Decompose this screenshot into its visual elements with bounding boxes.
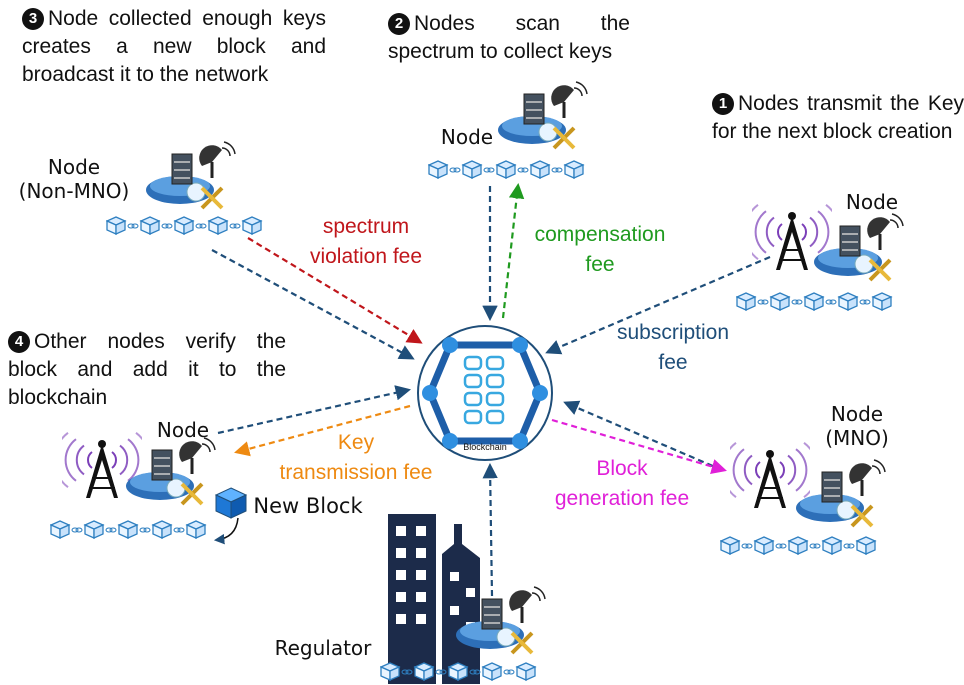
blockchain-hub-icon: Blockchain <box>417 325 553 461</box>
arrow-regulator-to-hub <box>482 462 498 597</box>
step-4-label: Other nodes verify the block and add it … <box>8 330 286 409</box>
fee-compensation: compensation fee <box>534 223 666 276</box>
node-label-mno: Node (MNO) <box>825 402 889 450</box>
node-right-top-icon <box>814 213 904 282</box>
node-left-mid-icon <box>126 437 216 506</box>
step-3-number: 3 <box>22 8 44 30</box>
chain-top <box>428 160 585 180</box>
arrow-nonmno-to-hub <box>211 249 415 360</box>
new-block-cube-icon <box>214 487 248 519</box>
chain-left-mid <box>50 520 207 540</box>
new-block-label: New Block <box>253 494 363 518</box>
chain-right-top <box>736 292 893 312</box>
arrow-subscription <box>545 255 771 355</box>
chain-non-mno <box>106 216 263 236</box>
hub-label: Blockchain <box>463 442 507 452</box>
chain-mno <box>720 536 877 556</box>
node-non-mno-icon <box>146 141 236 210</box>
fee-key-transmission: Key transmission fee <box>279 431 433 484</box>
node-label-non-mno: Node (Non-MNO) <box>18 155 130 203</box>
tower-mno-icon <box>730 442 810 508</box>
tower-right-top-icon <box>752 204 832 270</box>
fee-subscription: subscription fee <box>616 321 730 374</box>
fee-block-generation: Block generation fee <box>554 457 690 510</box>
step-1-number: 1 <box>712 93 734 115</box>
arrow-hub-to-mno <box>563 400 723 472</box>
node-label-right-top: Node <box>845 190 899 214</box>
node-label-top: Node <box>440 125 494 149</box>
node-label-regulator: Regulator <box>274 636 372 660</box>
chain-regulator <box>380 662 537 682</box>
new-block-arrow <box>213 517 239 545</box>
step-4-number: 4 <box>8 331 30 353</box>
node-regulator-icon <box>456 586 546 655</box>
arrow-spectrum-violation <box>247 237 423 344</box>
step-2-label: Nodes scan the spectrum to collect keys <box>388 12 630 63</box>
fee-spectrum-violation: spectrum violation fee <box>309 215 423 268</box>
step-2-number: 2 <box>388 13 410 35</box>
regulator-building-icon <box>388 514 480 684</box>
tower-left-mid-icon <box>62 432 142 498</box>
arrow-left-node-to-hub <box>217 385 412 435</box>
node-label-left-mid: Node <box>156 418 210 442</box>
arrow-compensation <box>501 182 525 319</box>
step-1-label: Nodes transmit the Key for the next bloc… <box>712 92 964 143</box>
step-3-label: Node collected enough keys creates a new… <box>22 7 326 86</box>
node-top-icon <box>498 81 588 150</box>
node-mno-icon <box>796 459 886 528</box>
